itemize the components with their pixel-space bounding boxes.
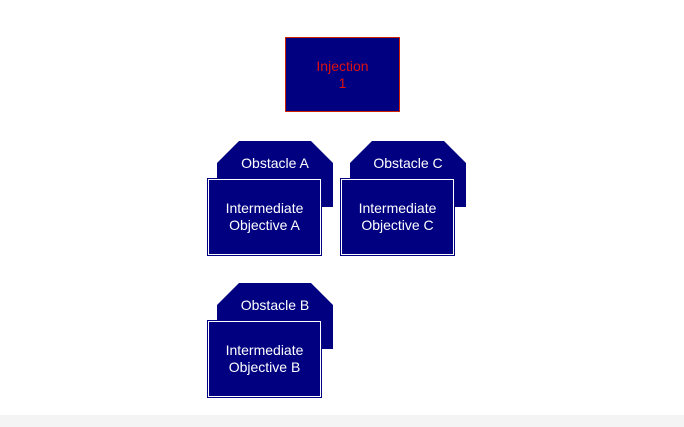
objective-b-line1: Intermediate [225, 342, 304, 358]
obstacle-c-label: Obstacle C [373, 155, 443, 171]
objective-b-box[interactable]: Intermediate Objective B [207, 320, 322, 398]
objective-c-line2: Objective C [361, 217, 434, 233]
obstacle-a-label: Obstacle A [241, 155, 309, 171]
objective-a-line1: Intermediate [225, 200, 304, 216]
objective-c-line1: Intermediate [358, 200, 437, 216]
objective-a-box[interactable]: Intermediate Objective A [207, 178, 322, 256]
objective-a-line2: Objective A [229, 217, 300, 233]
objective-c-box[interactable]: Intermediate Objective C [340, 178, 455, 256]
obstacle-b-label: Obstacle B [240, 297, 310, 313]
injection-number: 1 [338, 74, 347, 91]
injection-box[interactable]: Injection 1 [285, 37, 400, 112]
objective-b-line2: Objective B [228, 359, 301, 375]
injection-label: Injection [316, 57, 369, 74]
bottom-band [0, 415, 684, 427]
